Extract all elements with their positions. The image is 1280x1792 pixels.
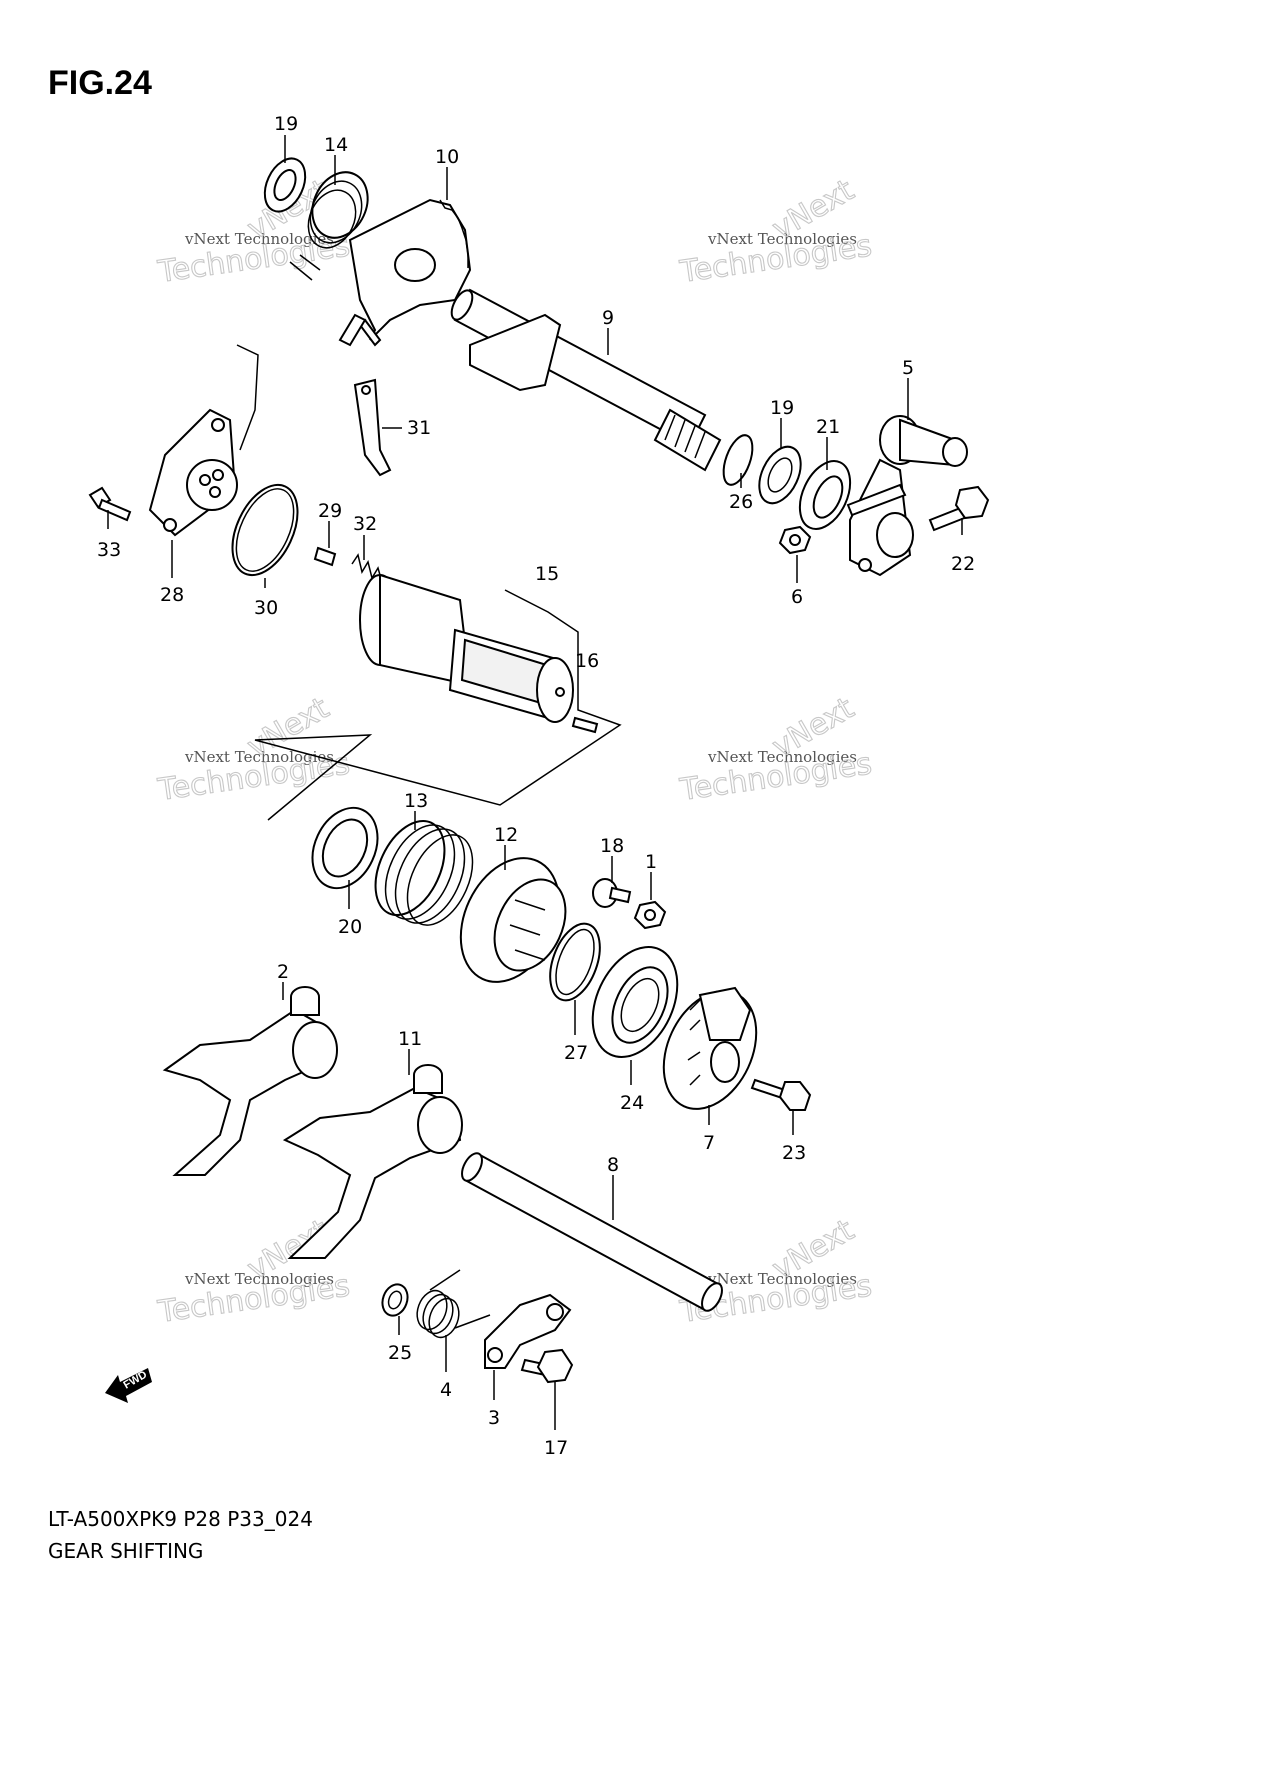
part-2-shift-fork: [162, 986, 338, 1176]
watermark-mid-right: vNext Technologies Technologies vNext: [677, 690, 875, 808]
part-6-nut: [778, 525, 812, 555]
svg-text:vNext Technologies: vNext Technologies: [707, 1270, 857, 1288]
callout-28: 28: [160, 584, 184, 606]
fwd-arrow-icon: FWD: [105, 1368, 152, 1403]
callout-33: 33: [97, 539, 121, 561]
callout-10: 10: [435, 146, 459, 168]
part-15-shift-cam: [359, 573, 574, 723]
part-29-pin: [313, 546, 337, 567]
watermark-mid-left: vNext Technologies Technologies vNext: [155, 690, 353, 808]
part-21-oil-seal: [798, 460, 852, 530]
part-7-cam-driven-gear: [662, 986, 758, 1110]
callout-19-right: 19: [770, 397, 794, 419]
part-1-nut: [633, 900, 667, 930]
part-14-spring: [289, 171, 369, 281]
callout-25: 25: [388, 1342, 412, 1364]
callout-bracket-15-16: [254, 589, 622, 821]
callout-7: 7: [703, 1132, 715, 1154]
part-9-shift-shaft: [450, 288, 722, 472]
watermark-top-right: vNext Technologies Technologies vNext: [677, 172, 875, 290]
callout-13: 13: [404, 790, 428, 812]
callout-18: 18: [600, 835, 624, 857]
callout-5: 5: [902, 357, 914, 379]
part-32-spring: [351, 553, 383, 583]
section-name: GEAR SHIFTING: [48, 1539, 204, 1563]
callout-31: 31: [407, 417, 431, 439]
callout-3: 3: [488, 1407, 500, 1429]
part-27-circlip: [549, 922, 601, 1002]
part-33-bolt: [88, 486, 132, 522]
callout-20: 20: [338, 916, 362, 938]
callout-19-top: 19: [274, 113, 298, 135]
callout-22: 22: [951, 553, 975, 575]
part-23-bolt: [750, 1078, 812, 1111]
callout-29: 29: [318, 500, 342, 522]
part-20-washer: [311, 806, 379, 890]
svg-text:vNext Technologies: vNext Technologies: [707, 230, 857, 248]
svg-text:vNext Technologies: vNext Technologies: [184, 1270, 334, 1288]
part-12-cam-stopper: [459, 857, 567, 983]
part-3-stopper-arm: [484, 1293, 572, 1369]
callout-21: 21: [816, 416, 840, 438]
callout-24: 24: [620, 1092, 644, 1114]
callout-8: 8: [607, 1154, 619, 1176]
svg-text:vNext Technologies: vNext Technologies: [184, 748, 334, 766]
callout-23: 23: [782, 1142, 806, 1164]
callout-30: 30: [254, 597, 278, 619]
part-31-clip: [353, 378, 392, 477]
callout-16: 16: [575, 650, 599, 672]
callout-32: 32: [353, 513, 377, 535]
callout-leaders: [107, 135, 963, 1430]
part-5-gearshift-lever: [846, 415, 968, 577]
svg-text:vNext Technologies: vNext Technologies: [184, 230, 334, 248]
part-24-bearing: [591, 946, 679, 1058]
part-28-switch: [148, 344, 259, 537]
callout-9: 9: [602, 307, 614, 329]
model-code: LT-A500XPK9 P28 P33_024: [48, 1507, 313, 1531]
callout-6: 6: [791, 586, 803, 608]
part-8-fork-shaft: [461, 1152, 723, 1312]
part-17-bolt: [520, 1348, 574, 1384]
callout-12: 12: [494, 824, 518, 846]
callout-15: 15: [535, 563, 559, 585]
part-16-pin: [571, 716, 599, 734]
part-26-circlip: [722, 434, 754, 486]
svg-text:vNext Technologies: vNext Technologies: [707, 748, 857, 766]
callout-14: 14: [324, 134, 348, 156]
part-11-shift-fork: [282, 1064, 463, 1259]
callout-labels: 19 14 10 9 31 5 19 21 26 6 22 33 28 30 2…: [97, 113, 975, 1459]
part-13-spring: [374, 819, 474, 926]
part-18-bolt: [592, 878, 632, 908]
callout-26: 26: [729, 491, 753, 513]
callout-1: 1: [645, 851, 657, 873]
callout-4: 4: [440, 1379, 452, 1401]
callout-17: 17: [544, 1437, 568, 1459]
part-30-o-ring: [231, 483, 299, 577]
callout-2: 2: [277, 961, 289, 983]
part-22-bolt: [928, 485, 990, 532]
part-19-washer-right: [758, 445, 802, 505]
callout-11: 11: [398, 1028, 422, 1050]
watermark-bottom-right: vNext Technologies Technologies vNext: [677, 1212, 875, 1330]
callout-27: 27: [564, 1042, 588, 1064]
part-19-washer-top: [263, 157, 307, 213]
part-4-return-spring: [416, 1269, 491, 1339]
part-25-washer: [381, 1283, 409, 1317]
figure-title: FIG.24: [48, 64, 152, 102]
part-10-shift-arm: [338, 198, 472, 347]
